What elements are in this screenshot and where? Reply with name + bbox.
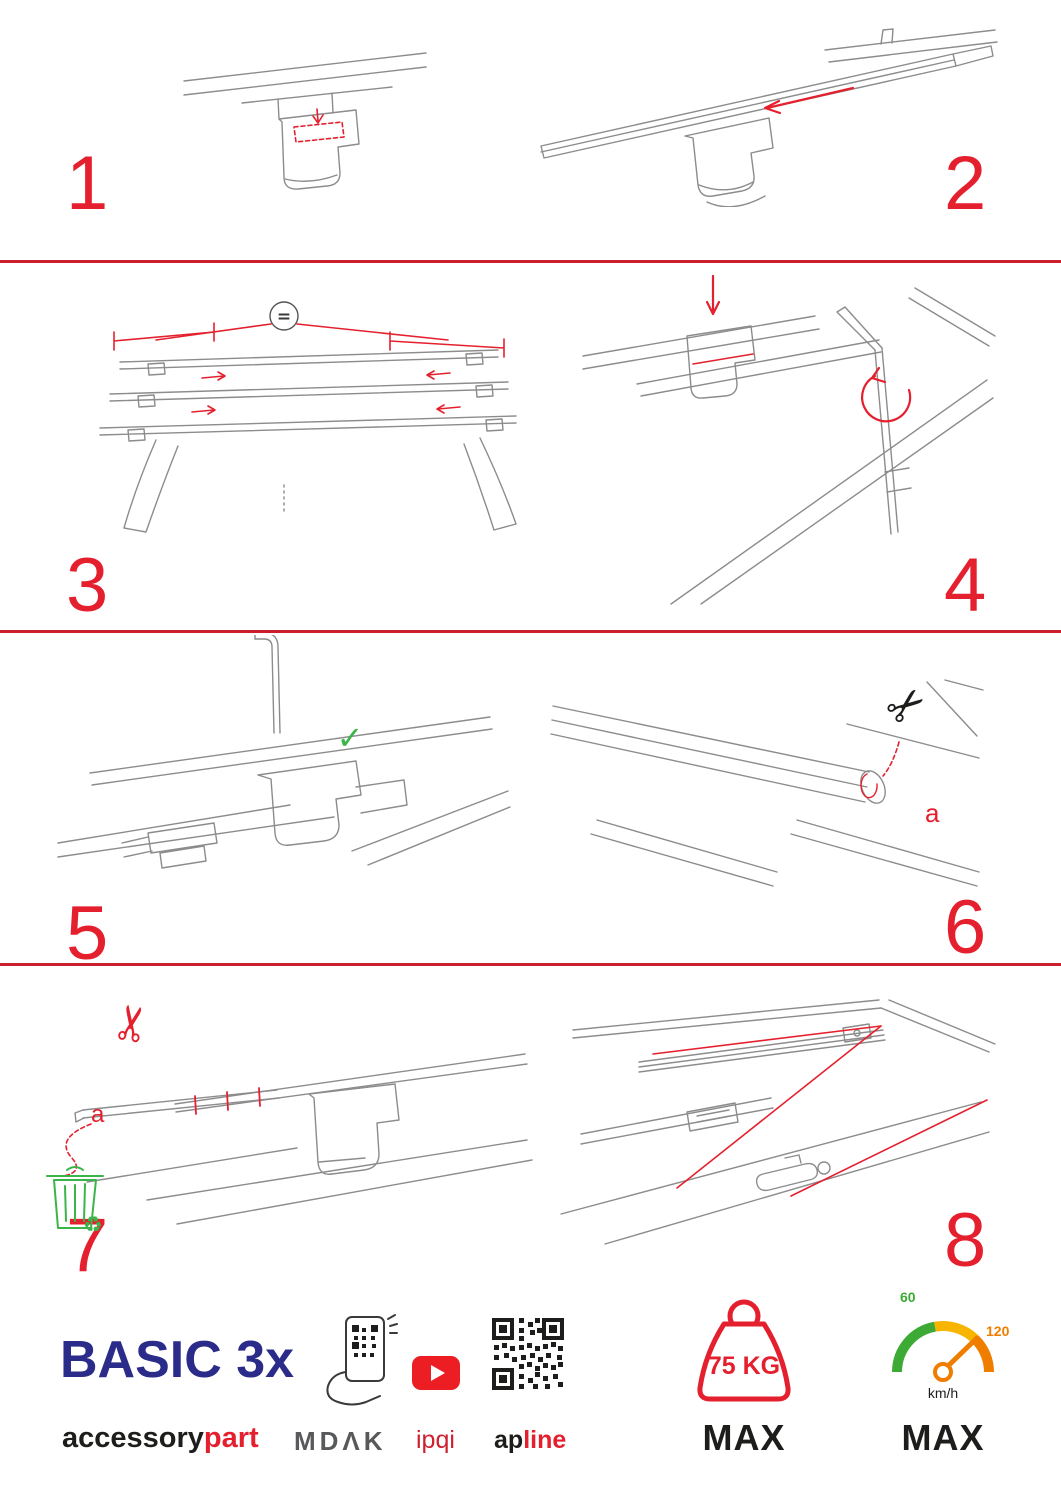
speed-high-label: 120 <box>986 1323 1010 1339</box>
section-divider <box>0 630 1061 633</box>
play-icon <box>431 1365 445 1381</box>
part-a-label: a <box>925 798 940 828</box>
logo-ipqi: ipqi <box>416 1426 455 1454</box>
step-7-number: 7 <box>66 1203 109 1288</box>
max-weight-icon: 75 KG <box>682 1294 806 1412</box>
step-1-number: 1 <box>66 141 109 226</box>
max-weight-value: 75 KG <box>707 1352 781 1380</box>
speed-low-label: 60 <box>900 1289 916 1305</box>
step-4-number: 4 <box>944 543 987 628</box>
step-2-number: 2 <box>944 141 987 226</box>
step-8-illustration <box>560 999 996 1245</box>
brand-logo: accessorypart <box>62 1424 259 1453</box>
section-divider <box>0 260 1061 263</box>
step-7-illustration: ✂ a ♻ <box>46 999 533 1238</box>
equal-spacing-icon: = <box>277 307 291 327</box>
step-3-illustration: = <box>99 301 517 533</box>
step-6-illustration: ✂ a <box>550 672 984 887</box>
youtube-icon <box>412 1356 460 1390</box>
step-5-illustration: ✓ <box>57 635 511 869</box>
logo-mdak: MDΛK <box>294 1426 387 1456</box>
max-speed-label: MAX <box>901 1417 985 1458</box>
step-2-illustration <box>540 28 998 207</box>
trash-bin-icon <box>46 1166 104 1229</box>
section-divider <box>0 963 1061 966</box>
weight-shape <box>697 1299 791 1402</box>
recycle-icon: ♻ <box>83 1213 103 1238</box>
phone-qr-scan-icon <box>326 1314 398 1406</box>
step-6-number: 6 <box>944 885 987 970</box>
check-icon: ✓ <box>337 719 364 757</box>
max-weight-label: MAX <box>702 1417 786 1458</box>
apline-suffix: line <box>523 1426 567 1454</box>
brand-suffix: part <box>203 1422 259 1454</box>
step-1-illustration <box>183 52 427 190</box>
product-name: BASIC 3x <box>60 1331 295 1389</box>
speedometer-dial <box>892 1321 994 1382</box>
logo-apline: apline <box>494 1428 566 1453</box>
step-4-illustration <box>582 274 996 605</box>
qr-code-icon <box>492 1318 564 1390</box>
apline-prefix: ap <box>494 1426 524 1454</box>
step-8-number: 8 <box>944 1198 987 1283</box>
speed-unit-label: km/h <box>927 1385 959 1401</box>
part-a-label: a <box>91 1101 105 1128</box>
scissors-icon: ✂ <box>102 999 164 1048</box>
max-speed-icon: 60 120 km/h <box>876 1288 1010 1412</box>
step-5-number: 5 <box>66 891 109 976</box>
step-3-number: 3 <box>66 543 109 628</box>
brand-prefix: accessory <box>62 1422 204 1454</box>
scissors-icon: ✂ <box>875 672 939 738</box>
